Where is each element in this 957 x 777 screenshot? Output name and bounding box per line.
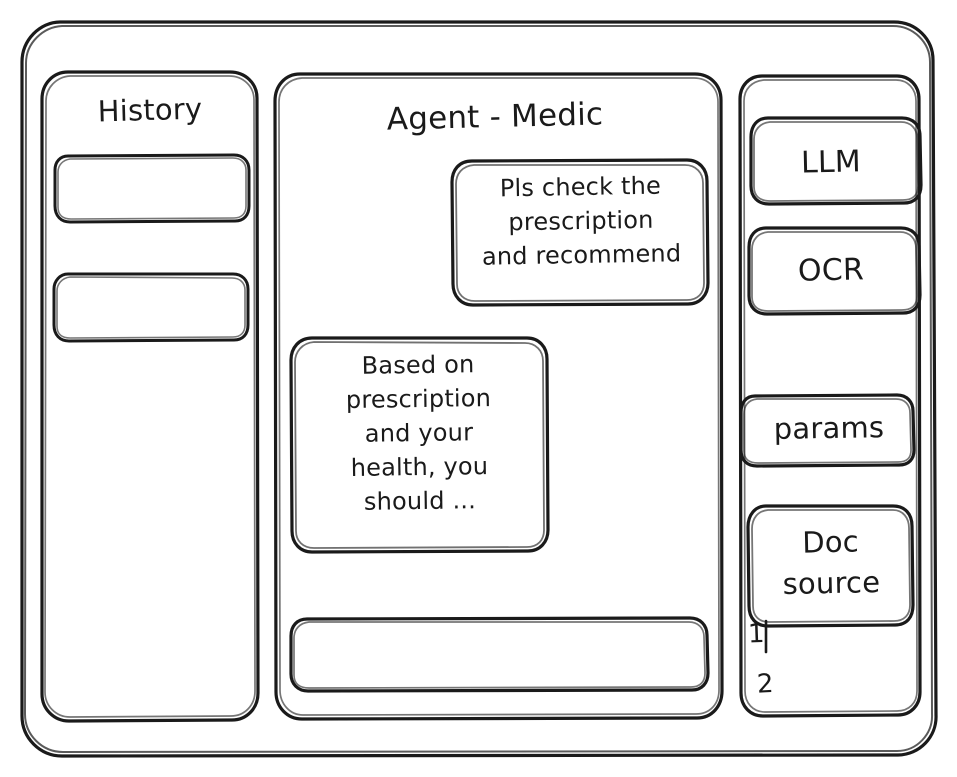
- params-box-outline: [739, 393, 916, 468]
- main-chat-panel: [275, 74, 722, 719]
- composer-outline: [289, 616, 710, 693]
- doc-source-box-outline: [746, 504, 915, 628]
- right-panel-outline: [738, 74, 922, 718]
- history-item-1-outline: [53, 153, 251, 224]
- agent-message-outline: [289, 336, 550, 554]
- user-message-outline: [450, 158, 710, 307]
- tools-sidebar: [740, 76, 920, 716]
- window-outline: [20, 20, 938, 758]
- history-sidebar: [42, 72, 258, 721]
- main-panel-outline: [273, 72, 724, 721]
- ocr-box-outline: [747, 226, 922, 316]
- llm-box-outline: [749, 116, 923, 206]
- history-item-2-outline: [52, 272, 250, 343]
- left-panel-outline: [40, 70, 260, 723]
